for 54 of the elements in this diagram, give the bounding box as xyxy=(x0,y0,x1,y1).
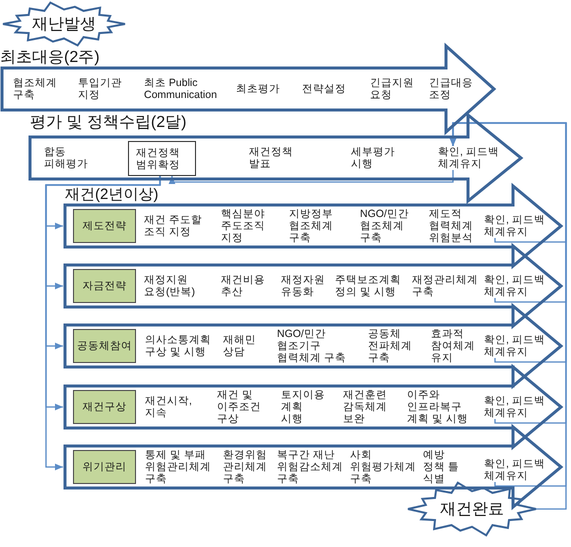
step-text: 재건비용 추산 xyxy=(221,274,266,298)
step-text: 통제 및 부패 위험관리체계 구축 xyxy=(145,449,212,485)
step-text: 의사소통계획 구상 및 시행 xyxy=(145,334,212,358)
category-box: 재건구상 xyxy=(73,390,136,424)
step-text: 확인, 피드백 체계유지 xyxy=(484,214,551,238)
step-text: 긴급지원 요청 xyxy=(370,77,415,101)
category-box: 제도전략 xyxy=(73,209,136,243)
step-text: 제도적 협력체계 위험분석 xyxy=(429,208,474,244)
step-text: 최초 Public Communication xyxy=(144,77,218,101)
step-text: 사회 위험평가체계 구축 xyxy=(350,449,417,485)
step-text: 협조체계 구축 xyxy=(13,77,58,101)
step-text: 재해민 상담 xyxy=(223,334,257,358)
phase-title: 평가 및 정책수립(2달) xyxy=(30,114,186,131)
step-text: 전략설정 xyxy=(302,83,346,95)
step-text: 세부평가 시행 xyxy=(351,146,396,170)
step-text: 핵심분야 주도조직 지정 xyxy=(221,208,266,244)
step-text: 투입기관 지정 xyxy=(78,77,123,101)
step-text: 확인, 피드백 체계유지 xyxy=(484,395,551,419)
step-text: 복구간 재난 위험감소체계 구축 xyxy=(277,449,344,485)
step-text: 이주와 인프라복구 계획 및 시행 xyxy=(407,389,469,425)
step-text: 재정관리체계 구축 xyxy=(412,274,479,298)
event-label: 재난발생 xyxy=(32,16,96,32)
step-text: 긴급대응 조정 xyxy=(429,77,474,101)
step-box: 재건정책 범위확정 xyxy=(128,141,196,176)
connector-arrow xyxy=(168,170,454,184)
step-text: 재건시작, 지속 xyxy=(145,395,193,419)
step-text: 최초평가 xyxy=(236,83,280,95)
step-text: 재건 및 이주조건 구상 xyxy=(217,389,262,425)
step-text: 확인, 피드백 체계유지 xyxy=(484,274,551,298)
step-text: 확인, 피드백 체계유지 xyxy=(484,458,551,482)
category-box: 위기관리 xyxy=(73,450,136,484)
step-text: 주택보조계획 정의 및 시행 xyxy=(335,274,402,298)
connector-arrow xyxy=(45,176,161,470)
step-text: 재건정책 발표 xyxy=(249,146,294,170)
step-text: 환경위험 관리체계 구축 xyxy=(223,449,268,485)
step-text: 토지이용 계획 시행 xyxy=(281,389,326,425)
step-text: 공동체 전파체계 구축 xyxy=(368,328,413,364)
step-text: 재정자원 유동화 xyxy=(281,274,326,298)
event-label: 재건완료 xyxy=(440,500,504,518)
step-text: 재정지원 요청(반복) xyxy=(144,274,196,298)
phase-title: 최초대응(2주) xyxy=(0,49,100,66)
step-text: NGO/민간 협조체계 구축 xyxy=(360,208,410,244)
step-text: 효과적 참여체계 유지 xyxy=(431,328,476,364)
phase-title: 재건(2년이상) xyxy=(65,187,158,202)
step-text: 확인, 피드백 체계유지 xyxy=(438,146,505,170)
step-text: 확인, 피드백 체계유지 xyxy=(484,334,551,358)
category-box: 자금전략 xyxy=(73,269,136,303)
step-text: 재건훈련 감독체계 보완 xyxy=(343,389,388,425)
step-text: 예방 정책 틀 식별 xyxy=(423,449,460,485)
step-text: 합동 피해평가 xyxy=(44,146,89,170)
step-text: 재건 주도할 조직 지정 xyxy=(144,214,203,238)
step-text: NGO/민간 협조기구 협력체계 구축 xyxy=(277,328,347,364)
category-box: 공동체참여 xyxy=(73,329,136,363)
step-text: 지방정부 협조체계 구축 xyxy=(289,208,334,244)
